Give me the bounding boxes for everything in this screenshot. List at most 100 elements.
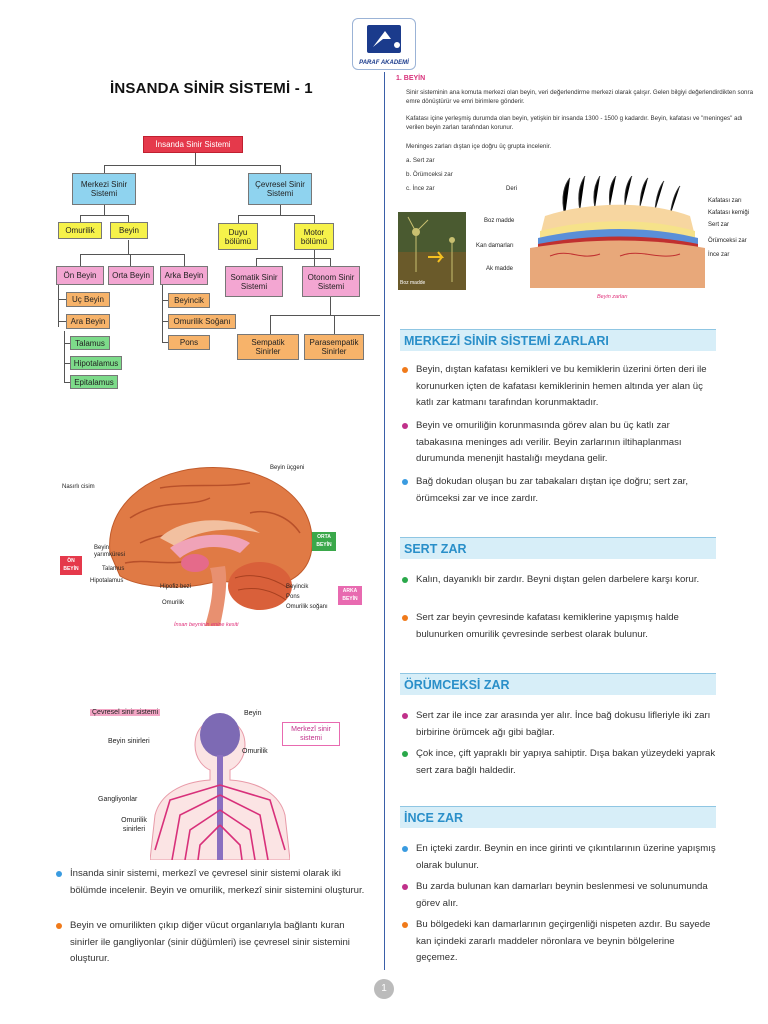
tree-epitalamus-node: Epitalamus xyxy=(70,375,118,389)
section-bullet: Çok ince, çift yapraklı bir yapıya sahip… xyxy=(402,746,716,779)
tree-hipotalamus-node: Hipotalamus xyxy=(70,356,122,370)
bullet-text: Sert zar ile ince zar arasında yer alır.… xyxy=(416,710,711,738)
label-pons: Pons xyxy=(286,594,300,600)
section-bullet: Bu bölgedeki kan damarlarının geçirgenli… xyxy=(402,917,716,967)
left-bullet-2: Beyin ve omurilikten çıkıp diğer vücut o… xyxy=(56,918,366,968)
bullet-dot xyxy=(402,713,408,719)
bullet-dot xyxy=(402,751,408,757)
section-bullet: Sert zar ile ince zar arasında yer alır.… xyxy=(402,708,716,741)
section-bullet: Sert zar beyin çevresinde kafatası kemik… xyxy=(402,610,716,643)
publisher-logo: PARAF AKADEMİ xyxy=(352,18,416,70)
bullet-dot xyxy=(56,871,62,877)
paraf-logo-icon xyxy=(367,25,401,53)
left-bullet-1: İnsanda sinir sistemi, merkezî ve çevres… xyxy=(56,866,366,899)
bullet-dot xyxy=(402,884,408,890)
bullet-dot xyxy=(402,922,408,928)
bullet-dot xyxy=(402,615,408,621)
section-title-merkezi-zarlar: MERKEZİ SİNİR SİSTEMİ ZARLARI xyxy=(400,329,716,351)
meninges-caption: Beyin zarları xyxy=(597,294,628,300)
label-boz-madde: Boz madde xyxy=(484,218,515,224)
bullet-text: En içteki zardır. Beynin en ince girinti… xyxy=(416,843,716,871)
bullet-text: Beyin ve omurilikten çıkıp diğer vücut o… xyxy=(70,920,350,964)
neuron-inset-image: Boz madde xyxy=(398,212,466,290)
tree-beyin-node: Beyin xyxy=(110,222,148,239)
bullet-text: Kalın, dayanıklı bir zardır. Beyni dışta… xyxy=(416,574,700,585)
beyin-item-1: Sinir sisteminin ana komuta merkezi olan… xyxy=(406,88,756,106)
label-ak-madde: Ak madde xyxy=(486,266,514,272)
tree-otonom-node: Otonom Sinir Sistemi xyxy=(302,266,360,297)
bullet-text: Bağ dokudan oluşan bu zar tabakaları dış… xyxy=(416,476,688,504)
bullet-dot xyxy=(402,846,408,852)
column-divider xyxy=(384,72,385,970)
section-bullet: Bu zarda bulunan kan damarları beynin be… xyxy=(402,879,716,912)
tree-arka-beyin-node: Arka Beyin xyxy=(160,266,208,285)
section-bullet: Kalın, dayanıklı bir zardır. Beyni dışta… xyxy=(402,572,716,589)
tree-talamus-node: Talamus xyxy=(70,336,110,350)
label-deri: Deri xyxy=(506,186,518,192)
bullet-text: İnsanda sinir sistemi, merkezî ve çevres… xyxy=(70,868,365,896)
label-cevresel-sinir-sistemi: Çevresel sinir sistemi xyxy=(90,709,161,716)
label-omurilik: Omurilik xyxy=(162,600,184,606)
neuron-inset-icon xyxy=(398,212,466,282)
inset-boz-madde-label: Boz madde xyxy=(400,280,426,286)
sub-sert-zar: a. Sert zar xyxy=(406,157,435,164)
meninges-illustration xyxy=(530,176,705,288)
brain-illustration xyxy=(109,466,313,626)
section-title-ince-zar: İNCE ZAR xyxy=(400,806,716,828)
beyin-item-2: Kafatası içine yerleşmiş durumda olan be… xyxy=(406,114,756,132)
label-ince-zar: İnce zar xyxy=(708,252,730,258)
arka-beyin-badge: ARKA BEYİN xyxy=(338,586,362,605)
page-number: 1 xyxy=(374,979,394,999)
label-gangliyonlar: Gangliyonlar xyxy=(98,796,138,803)
tree-somatik-node: Somatik Sinir Sistemi xyxy=(225,266,283,297)
page-title: İNSANDA SİNİR SİSTEMİ - 1 xyxy=(110,80,313,97)
label-sert-zar: Sert zar xyxy=(708,222,730,228)
label-omurilik-sogani: Omurilik soğanı xyxy=(286,604,328,610)
tree-merkezi-node: Merkezi Sinir Sistemi xyxy=(72,173,136,205)
label-talamus: Talamus xyxy=(102,566,125,572)
label-beyincik: Beyincik xyxy=(286,584,309,590)
bullet-text: Sert zar beyin çevresinde kafatası kemik… xyxy=(416,612,679,640)
tree-cevresel-node: Çevresel Sinir Sistemi xyxy=(248,173,312,205)
tree-omurilik-node: Omurilik xyxy=(58,222,102,239)
tree-orta-beyin-node: Orta Beyin xyxy=(108,266,154,285)
bullet-text: Bu zarda bulunan kan damarları beynin be… xyxy=(416,881,708,909)
label-hipotalamus: Hipotalamus xyxy=(90,578,124,584)
section-bullet: En içteki zardır. Beynin en ince girinti… xyxy=(402,841,716,874)
label-omurilik-fig: Omurilik xyxy=(242,748,268,755)
tree-duyu-node: Duyu bölümü xyxy=(218,223,258,250)
tree-parasempatik-node: Parasempatik Sinirler xyxy=(304,334,364,360)
label-beyin-sinirleri: Beyin sinirleri xyxy=(108,738,150,745)
tree-pons-node: Pons xyxy=(168,335,210,350)
orta-beyin-badge: ORTA BEYİN xyxy=(312,532,336,551)
bullet-dot xyxy=(402,577,408,583)
section-bullet: Bağ dokudan oluşan bu zar tabakaları dış… xyxy=(402,474,716,507)
label-hipofiz-bezi: Hipofiz bezi xyxy=(160,584,192,590)
label-merkezi-sinir-sistemi: Merkezî sinir sistemi xyxy=(282,722,340,746)
beyin-heading: 1. BEYİN xyxy=(396,75,426,82)
tree-omurilik-sogani-node: Omurilik Soğanı xyxy=(168,314,236,329)
logo-text: PARAF AKADEMİ xyxy=(359,60,409,66)
beyin-item-text: Sinir sisteminin ana komuta merkezi olan… xyxy=(406,89,754,105)
bullet-text: Beyin ve omuriliğin korunmasında görev a… xyxy=(416,420,682,464)
bullet-dot xyxy=(402,423,408,429)
label-orumceksi-zar: Örümceksi zar xyxy=(708,238,747,244)
section-title-orumceksi-zar: ÖRÜMCEKSİ ZAR xyxy=(400,673,716,695)
label-kan-damarlari: Kan damarları xyxy=(476,243,514,249)
label-beyin: Beyin xyxy=(244,710,262,717)
brain-figure-caption: İnsan beyninin enine kesiti xyxy=(174,622,239,628)
beyin-item-text: Kafatası içine yerleşmiş durumda olan be… xyxy=(406,115,743,131)
bullet-dot xyxy=(402,367,408,373)
tree-sempatik-node: Sempatik Sinirler xyxy=(237,334,299,360)
tree-ara-beyin-node: Ara Beyin xyxy=(66,314,110,329)
section-title-sert-zar: SERT ZAR xyxy=(400,537,716,559)
sub-orumceksi-zar: b. Örümceksi zar xyxy=(406,171,453,178)
body-nerves-illustration xyxy=(150,713,290,860)
label-beyin-yarimkuresi: Beyin yarımküresi xyxy=(94,545,126,558)
label-omurilik-sinirleri: Omurilik sinirleri xyxy=(121,817,147,833)
tree-root-node: İnsanda Sinir Sistemi xyxy=(143,136,243,153)
tree-on-beyin-node: Ön Beyin xyxy=(56,266,104,285)
tree-uc-beyin-node: Uç Beyin xyxy=(66,292,110,307)
tree-motor-node: Motor bölümü xyxy=(294,223,334,250)
bullet-text: Beyin, dıştan kafatası kemikleri ve bu k… xyxy=(416,364,707,408)
